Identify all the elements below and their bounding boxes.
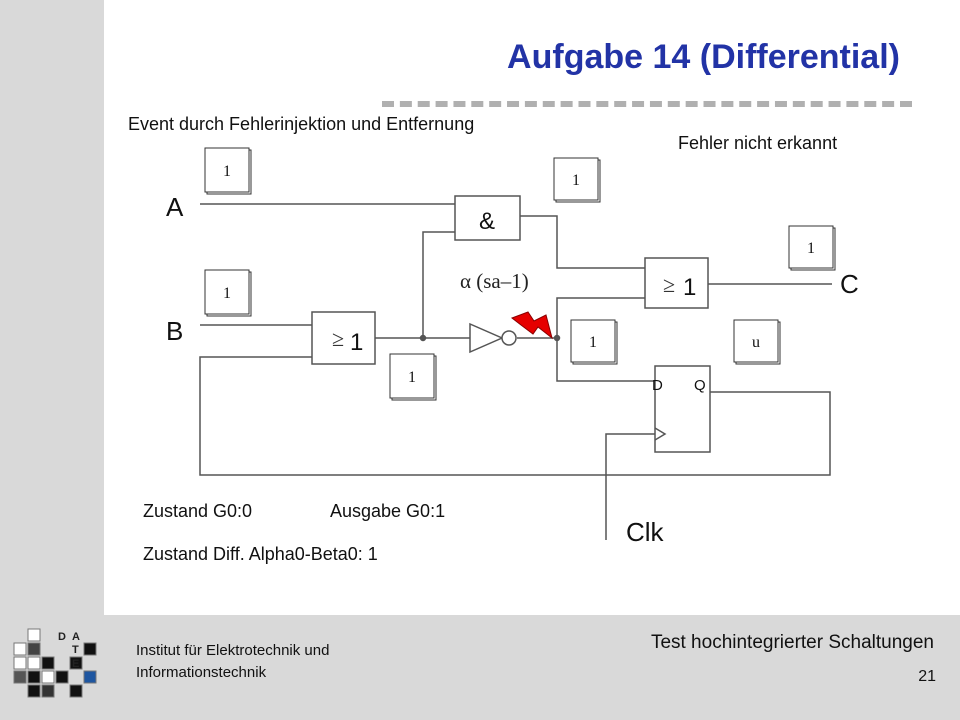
output-g0: Ausgabe G0:1 bbox=[330, 501, 446, 521]
wire-clk bbox=[605, 433, 655, 540]
fault-label: α (sa–1) bbox=[460, 269, 529, 293]
input-b-label: B bbox=[166, 316, 183, 346]
and-gate-label: & bbox=[479, 208, 495, 235]
value-box-c-out bbox=[788, 225, 834, 269]
logo-letter-a: A bbox=[72, 631, 80, 643]
value-b: 1 bbox=[223, 285, 231, 302]
or-gate-c-symbol: ≥ bbox=[663, 272, 675, 297]
clock-label: Clk bbox=[626, 517, 665, 547]
logo-square bbox=[13, 642, 27, 656]
value-box-shadow bbox=[206, 149, 252, 195]
logo-square bbox=[27, 670, 41, 684]
value-q-out: u bbox=[752, 334, 760, 351]
value-box-or-b-out bbox=[389, 353, 435, 399]
value-box-shadow bbox=[555, 159, 601, 203]
logo-square bbox=[27, 656, 41, 670]
value-box-shadow bbox=[572, 321, 618, 365]
or-gate-c bbox=[644, 257, 709, 309]
fault-status-text: Fehler nicht erkannt bbox=[678, 133, 838, 153]
wire-and-to-or-c bbox=[520, 215, 645, 269]
wire-fault-to-or-c bbox=[556, 297, 645, 338]
logo-square bbox=[41, 684, 55, 698]
or-gate-b bbox=[311, 311, 376, 365]
title-dashed-divider bbox=[382, 101, 912, 107]
logo-square bbox=[69, 684, 83, 698]
logo-square bbox=[13, 670, 27, 684]
input-a-label: A bbox=[166, 192, 184, 222]
date-logo: D A T E bbox=[13, 628, 97, 698]
wire-branch-and bbox=[422, 231, 455, 338]
footer-panel bbox=[0, 615, 960, 720]
state-diff: Zustand Diff. Alpha0-Beta0: 1 bbox=[143, 544, 378, 564]
state-g0: Zustand G0:0 bbox=[143, 501, 253, 521]
clock-triangle bbox=[654, 427, 667, 441]
output-c-label: C bbox=[840, 269, 859, 299]
logo-square bbox=[27, 628, 41, 642]
junction-dot bbox=[419, 334, 427, 342]
value-box-q-out bbox=[733, 319, 779, 363]
value-box-shadow bbox=[206, 271, 252, 317]
logo-letter-e: E bbox=[72, 658, 79, 670]
value-c-out: 1 bbox=[807, 240, 815, 257]
ff-d-label: D bbox=[652, 377, 663, 394]
or-gate-c-value: 1 bbox=[683, 274, 696, 301]
page-number: 21 bbox=[918, 668, 936, 685]
value-or-b-out: 1 bbox=[408, 369, 416, 386]
logo-square bbox=[55, 670, 69, 684]
logo-square-accent bbox=[83, 670, 97, 684]
inverter-gate bbox=[469, 322, 504, 354]
value-box-and-out bbox=[553, 157, 599, 201]
left-sidebar-panel bbox=[0, 0, 104, 615]
logo-square bbox=[27, 684, 41, 698]
or-gate-b-value: 1 bbox=[350, 329, 363, 356]
event-description: Event durch Fehlerinjektion und Entfernu… bbox=[128, 114, 475, 134]
logo-square bbox=[27, 642, 41, 656]
wire-inv-to-d bbox=[517, 337, 655, 382]
value-and-out: 1 bbox=[572, 172, 580, 189]
institute-line-1: Institut für Elektrotechnik und bbox=[136, 642, 330, 659]
logo-letter-d: D bbox=[58, 631, 66, 643]
course-title: Test hochintegrierter Schaltungen bbox=[650, 632, 934, 653]
value-box-shadow bbox=[735, 321, 781, 365]
institute-name: Institut für Elektrotechnik und Informat… bbox=[136, 640, 329, 684]
and-gate bbox=[454, 195, 521, 241]
or-gate-b-symbol: ≥ bbox=[332, 326, 344, 351]
value-box-b bbox=[204, 269, 250, 315]
value-box-a bbox=[204, 147, 250, 193]
logo-square bbox=[83, 642, 97, 656]
value-box-inv-out bbox=[570, 319, 616, 363]
logo-square bbox=[41, 670, 55, 684]
value-a: 1 bbox=[223, 163, 231, 180]
slide-title: Aufgabe 14 (Differential) bbox=[507, 38, 900, 76]
logo-letter-t: T bbox=[72, 644, 79, 656]
value-box-shadow bbox=[790, 227, 836, 271]
junction-dot bbox=[553, 334, 561, 342]
wire-feedback-q bbox=[199, 356, 831, 476]
value-inv-out: 1 bbox=[589, 334, 597, 351]
ff-q-label: Q bbox=[694, 377, 706, 394]
institute-line-2: Informationstechnik bbox=[136, 664, 267, 681]
lightning-icon bbox=[510, 311, 553, 340]
logo-square bbox=[41, 656, 55, 670]
logo-square bbox=[13, 656, 27, 670]
inverter-bubble bbox=[501, 330, 517, 346]
value-box-shadow bbox=[391, 355, 437, 401]
logo-square bbox=[69, 656, 83, 670]
d-flip-flop bbox=[654, 365, 711, 453]
